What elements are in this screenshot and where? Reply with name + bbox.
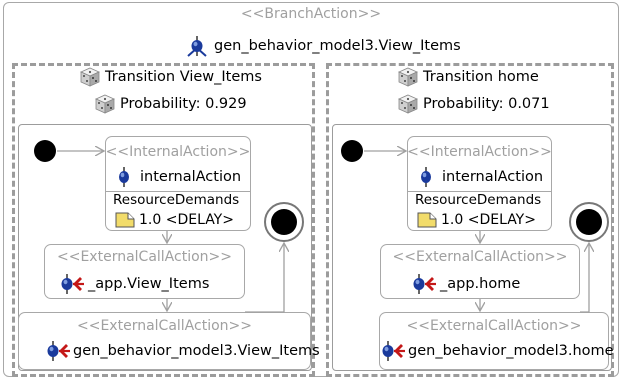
external-call-name: gen_behavior_model3.View_Items xyxy=(73,343,320,359)
external-call-stereotype: <<ExternalCallAction>> xyxy=(392,249,568,265)
external-call-action[interactable] xyxy=(380,244,580,299)
branch-name: gen_behavior_model3.View_Items xyxy=(214,38,461,54)
internal-action-stereotype: <<InternalAction>> xyxy=(105,144,251,160)
resource-demands-label: ResourceDemands xyxy=(415,192,542,208)
external-call-stereotype: <<ExternalCallAction>> xyxy=(77,318,252,334)
start-action[interactable] xyxy=(34,140,56,162)
internal-action-divider xyxy=(408,191,551,192)
transition-title: Transition home xyxy=(423,69,539,85)
resource-demand[interactable]: 1.0 <DELAY> xyxy=(114,211,234,229)
internal-action-name: internalAction xyxy=(442,169,544,185)
transition-title-view-items: Transition View_Items xyxy=(80,67,262,87)
control-flow-arrow[interactable] xyxy=(580,244,589,313)
internal-action-title: internalAction xyxy=(420,166,543,188)
stop-action-dot xyxy=(271,209,297,235)
probability-home: Probability: 0.071 xyxy=(398,94,550,114)
resource-demand[interactable]: 1.0 <DELAY> xyxy=(416,211,536,229)
internal-action-divider xyxy=(106,191,250,192)
external-call-action[interactable] xyxy=(44,244,245,299)
transition-title: Transition View_Items xyxy=(105,69,262,85)
branch-stereotype: <<BranchAction>> xyxy=(240,6,382,22)
internal-action-title: internalAction xyxy=(118,166,241,188)
probability-label: Probability: 0.929 xyxy=(120,96,247,112)
external-call-action[interactable] xyxy=(18,312,311,370)
probability-label: Probability: 0.071 xyxy=(423,96,550,112)
external-call-name: _app.home xyxy=(440,276,521,292)
start-action[interactable] xyxy=(341,140,363,162)
external-call-stereotype: <<ExternalCallAction>> xyxy=(406,318,582,334)
resource-demand-value: 1.0 <DELAY> xyxy=(441,212,536,228)
stop-action[interactable] xyxy=(264,202,304,242)
transition-title-home: Transition home xyxy=(398,67,539,87)
external-call-title: _app.View_Items xyxy=(60,273,209,295)
external-call-name: _app.View_Items xyxy=(88,276,210,292)
external-call-stereotype: <<ExternalCallAction>> xyxy=(57,249,232,265)
resource-demands-label: ResourceDemands xyxy=(113,192,240,208)
internal-action[interactable] xyxy=(105,136,251,231)
external-call-title: _app.home xyxy=(412,273,520,295)
internal-action-name: internalAction xyxy=(140,169,242,185)
external-call-name: gen_behavior_model3.home xyxy=(408,343,614,359)
external-call-title: gen_behavior_model3.home xyxy=(381,340,614,362)
probability-view-items: Probability: 0.929 xyxy=(95,94,247,114)
stop-action-dot xyxy=(576,209,602,235)
external-call-title: gen_behavior_model3.View_Items xyxy=(46,340,320,362)
branch-title[interactable]: gen_behavior_model3.View_Items xyxy=(185,35,461,57)
stop-action[interactable] xyxy=(569,202,609,242)
external-call-action[interactable] xyxy=(379,312,609,370)
resource-demand-value: 1.0 <DELAY> xyxy=(139,212,234,228)
control-flow-arrow[interactable] xyxy=(245,244,284,313)
internal-action-stereotype: <<InternalAction>> xyxy=(407,144,552,160)
